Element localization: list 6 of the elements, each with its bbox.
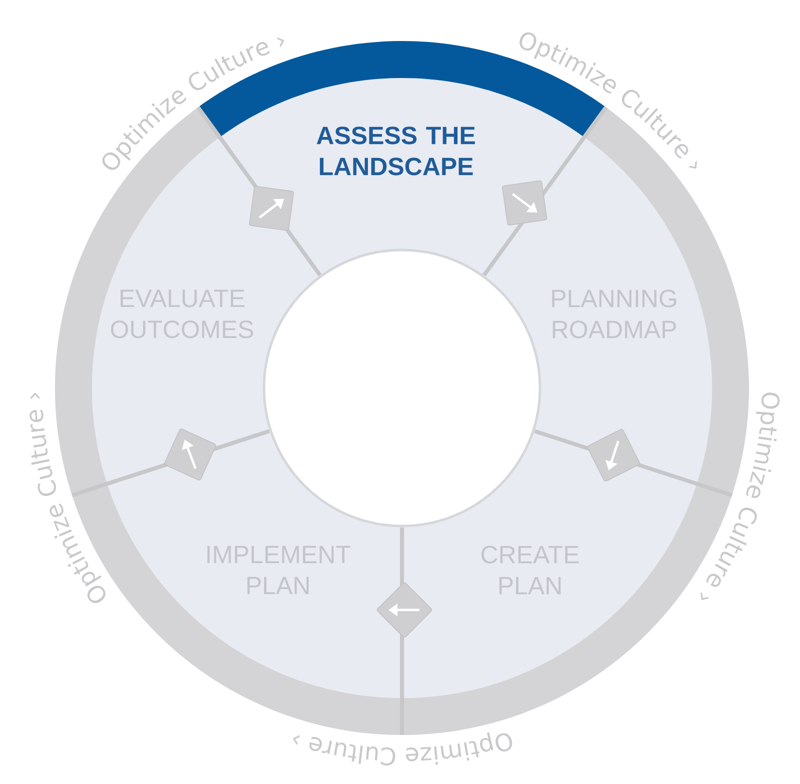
flow-arrow	[587, 428, 640, 482]
flow-arrow	[249, 186, 294, 231]
flow-arrow	[502, 180, 548, 226]
flow-arrow	[376, 582, 432, 638]
flow-arrow	[164, 428, 216, 480]
center-circle	[262, 248, 542, 528]
